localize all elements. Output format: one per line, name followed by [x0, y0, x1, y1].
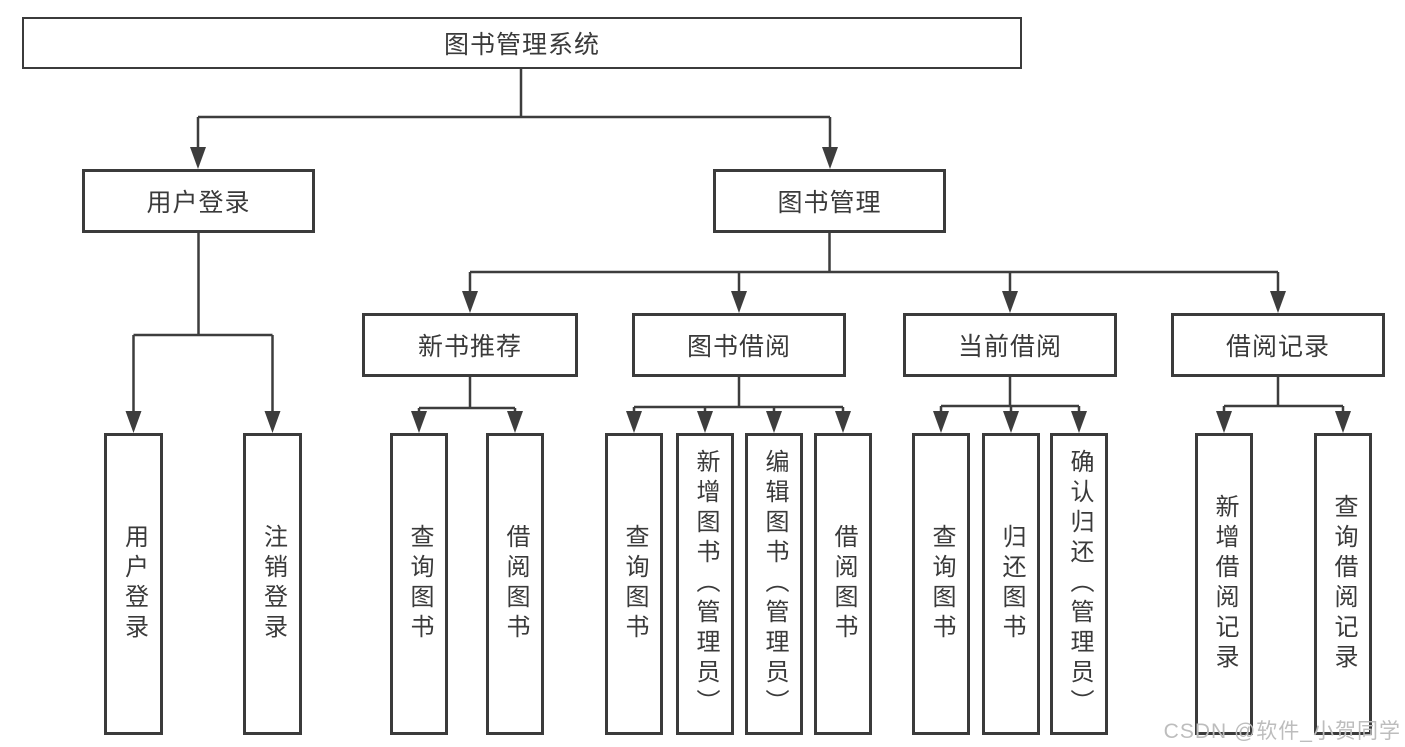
arrowhead: [731, 291, 747, 313]
node-leaf-add-borrow-record: 新增借阅记录: [1195, 433, 1253, 735]
arrowhead: [190, 147, 206, 169]
arrowhead: [626, 411, 642, 433]
arrowhead: [1270, 291, 1286, 313]
node-book-borrowing: 图书借阅: [632, 313, 846, 377]
edges-new-book-recommendation: [411, 377, 523, 433]
arrowhead: [822, 147, 838, 169]
node-leaf-query-books-recommend: 查询图书: [390, 433, 448, 735]
node-leaf-borrow-books: 借阅图书: [814, 433, 872, 735]
arrowhead: [125, 411, 142, 433]
arrowhead: [697, 411, 713, 433]
arrowhead: [766, 411, 782, 433]
node-user-login: 用户登录: [82, 169, 315, 233]
node-leaf-return-books: 归还图书: [982, 433, 1040, 735]
node-book-management: 图书管理: [713, 169, 946, 233]
arrowhead: [411, 411, 427, 433]
edges-book-borrowing: [626, 377, 851, 433]
arrowhead: [835, 411, 851, 433]
csdn-watermark: CSDN @软件_小贺同学: [1163, 720, 1401, 743]
node-leaf-query-books-current: 查询图书: [912, 433, 970, 735]
node-leaf-query-books-borrowing: 查询图书: [605, 433, 663, 735]
arrowhead: [1335, 411, 1351, 433]
node-leaf-add-book-admin: 新增图书（管理员）: [676, 433, 734, 735]
node-new-book-recommendation: 新书推荐: [362, 313, 578, 377]
edges-book-management: [462, 233, 1286, 313]
node-library-management-system: 图书管理系统: [22, 17, 1022, 69]
node-leaf-logout: 注销登录: [243, 433, 302, 735]
edges-borrowing-records: [1216, 377, 1351, 433]
arrowhead: [462, 291, 478, 313]
node-leaf-edit-book-admin: 编辑图书（管理员）: [745, 433, 803, 735]
node-leaf-query-borrow-record: 查询借阅记录: [1314, 433, 1372, 735]
edges-current-borrowing: [933, 377, 1087, 433]
arrowhead: [507, 411, 523, 433]
edges-user-login: [125, 233, 281, 433]
node-leaf-borrow-books-recommend: 借阅图书: [486, 433, 544, 735]
edges-root: [190, 69, 838, 169]
arrowhead: [1002, 291, 1018, 313]
arrowhead: [264, 411, 281, 433]
node-borrowing-records: 借阅记录: [1171, 313, 1385, 377]
node-leaf-user-login: 用户登录: [104, 433, 163, 735]
arrowhead: [1003, 411, 1019, 433]
node-current-borrowing: 当前借阅: [903, 313, 1117, 377]
arrowhead: [1071, 411, 1087, 433]
arrowhead: [933, 411, 949, 433]
arrowhead: [1216, 411, 1232, 433]
node-leaf-confirm-return-admin: 确认归还（管理员）: [1050, 433, 1108, 735]
